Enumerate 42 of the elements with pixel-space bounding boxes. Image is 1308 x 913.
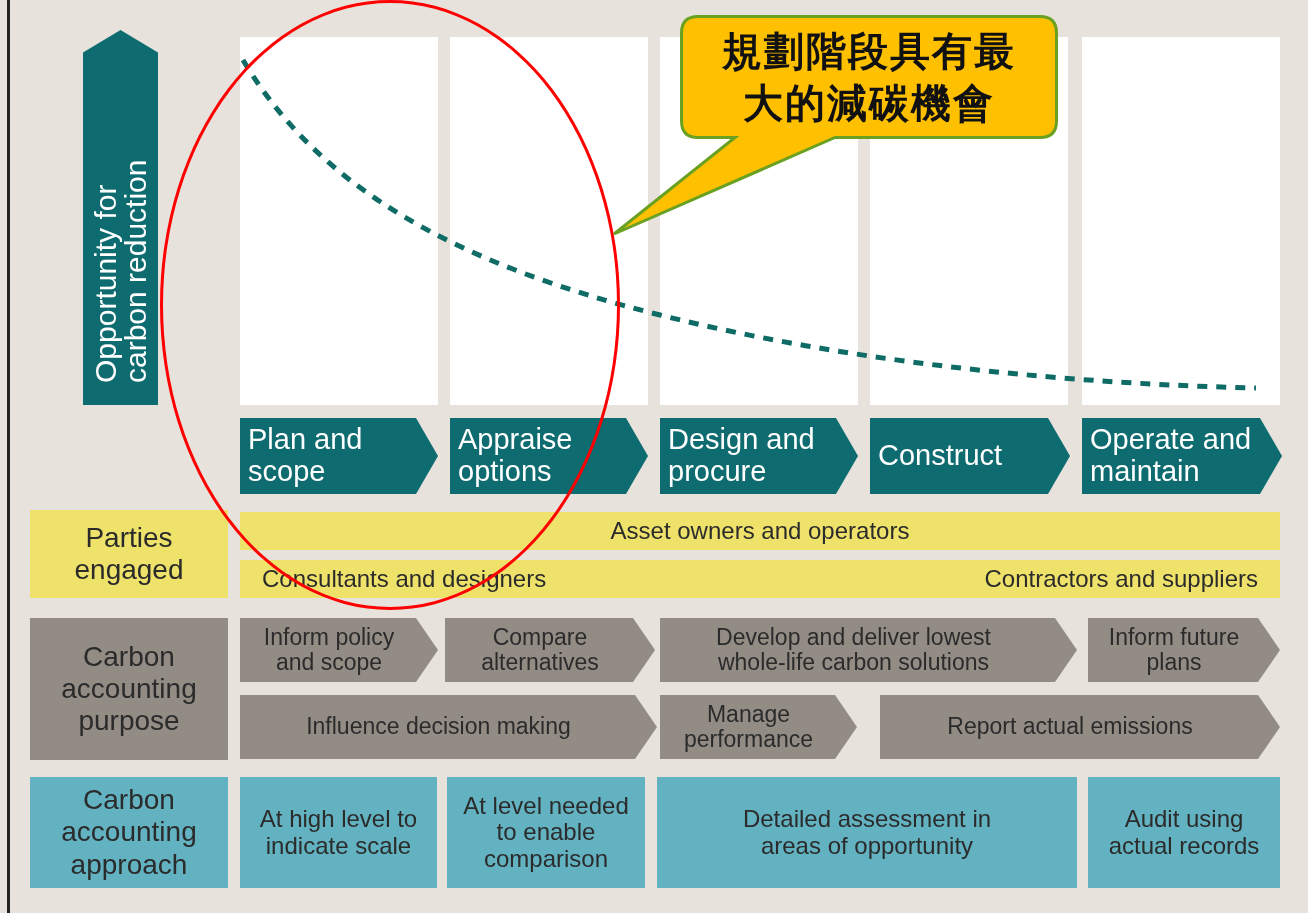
axis-label: Opportunity for carbon reduction	[90, 158, 151, 383]
party-bar	[240, 512, 1280, 550]
row-heading: Carbon accounting approach	[60, 784, 198, 881]
approach-box	[240, 777, 437, 888]
purpose-banner	[445, 618, 655, 682]
stage-label: Plan and scope	[248, 424, 364, 488]
stage-label: Design and procure	[668, 424, 816, 488]
stage-banner	[1082, 418, 1282, 494]
purpose-banner	[880, 695, 1280, 759]
row-heading-box	[30, 618, 228, 760]
party-label: Asset owners and operators	[610, 517, 910, 545]
approach-label: At high level to indicate scale	[258, 806, 419, 859]
stage-label: Construct	[878, 440, 1003, 472]
approach-label: At level needed to enable comparison	[462, 792, 630, 873]
purpose-label: Inform future plans	[1107, 624, 1241, 676]
approach-box	[1088, 777, 1280, 888]
purpose-label: Report actual emissions	[947, 714, 1193, 740]
approach-label: Detailed assessment in areas of opportunity	[741, 806, 993, 859]
purpose-banner	[240, 618, 438, 682]
stage-label: Appraise options	[458, 424, 574, 488]
stage-banner	[450, 418, 648, 494]
purpose-banner	[240, 695, 657, 759]
approach-box	[657, 777, 1077, 888]
purpose-label: Inform policy and scope	[262, 624, 396, 676]
row-heading: Carbon accounting purpose	[60, 640, 198, 738]
approach-label: Audit using actual records	[1107, 806, 1261, 859]
row-heading-box	[30, 510, 228, 598]
approach-box	[447, 777, 645, 888]
stage-label: Operate and maintain	[1090, 424, 1253, 488]
purpose-banner	[1088, 618, 1280, 682]
purpose-banner	[660, 695, 857, 759]
purpose-label: Develop and deliver lowest whole-life carbon solutions	[715, 624, 992, 676]
purpose-label: Influence decision making	[306, 714, 571, 740]
row-heading: Parties engaged	[73, 521, 185, 587]
callout-text: 規劃階段具有最大的減碳機會	[721, 27, 1017, 128]
row-heading-box	[30, 777, 228, 888]
purpose-label: Manage performance	[682, 701, 815, 753]
stage-banner	[660, 418, 858, 494]
party-label: Contractors and suppliers	[984, 565, 1258, 593]
purpose-label: Compare alternatives	[480, 624, 600, 676]
stage-banner	[870, 418, 1070, 494]
purpose-banner	[660, 618, 1077, 682]
